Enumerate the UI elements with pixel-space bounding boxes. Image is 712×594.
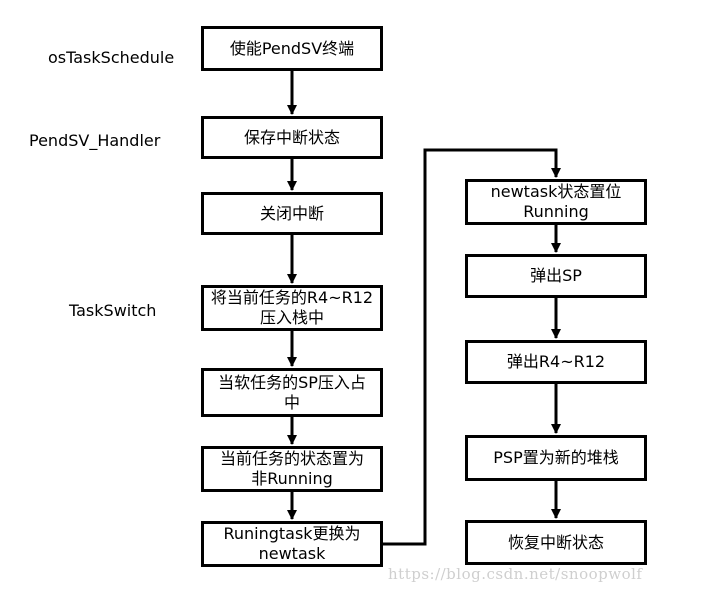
step-text: 当软任务的SP压入占 中: [218, 372, 366, 412]
step-text: 当前任务的状态置为 非Running: [219, 449, 364, 488]
step-pop-r4-r12: 弹出R4~R12: [465, 340, 647, 384]
label-task-switch: TaskSwitch: [69, 301, 157, 320]
step-save-interrupt-state: 保存中断状态: [201, 116, 383, 159]
step-switch-runningtask: Runingtask更换为 newtask: [201, 521, 383, 567]
step-text: Runingtask更换为 newtask: [223, 524, 361, 563]
step-text: 保存中断状态: [243, 127, 340, 147]
step-text: 弹出SP: [530, 266, 582, 285]
step-set-psp: PSP置为新的堆栈: [465, 435, 647, 481]
arrow-cross-left-to-right: [383, 148, 561, 546]
step-text: 弹出R4~R12: [506, 352, 606, 371]
step-text: 恢复中断状态: [507, 532, 604, 552]
step-push-r4-r12: 将当前任务的R4~R12 压入栈中: [201, 285, 383, 331]
step-push-sp: 当软任务的SP压入占 中: [201, 368, 383, 417]
label-os-task-schedule: osTaskSchedule: [48, 48, 175, 67]
watermark: https://blog.csdn.net/snoopwolf: [388, 565, 643, 583]
step-set-not-running: 当前任务的状态置为 非Running: [201, 446, 383, 492]
step-text: 将当前任务的R4~R12 压入栈中: [210, 288, 374, 327]
step-text: newtask状态置位 Running: [490, 182, 622, 221]
step-text: 使能PendSV终端: [229, 38, 355, 58]
step-text: 关闭中断: [259, 203, 324, 223]
step-newtask-running: newtask状态置位 Running: [465, 179, 647, 225]
step-text: PSP置为新的堆栈: [493, 448, 619, 467]
step-enable-pendsv: 使能PendSV终端: [201, 26, 383, 71]
step-disable-interrupt: 关闭中断: [201, 192, 383, 235]
step-restore-interrupt-state: 恢复中断状态: [465, 520, 647, 565]
step-pop-sp: 弹出SP: [465, 254, 647, 298]
label-pendsv-handler: PendSV_Handler: [29, 131, 161, 150]
